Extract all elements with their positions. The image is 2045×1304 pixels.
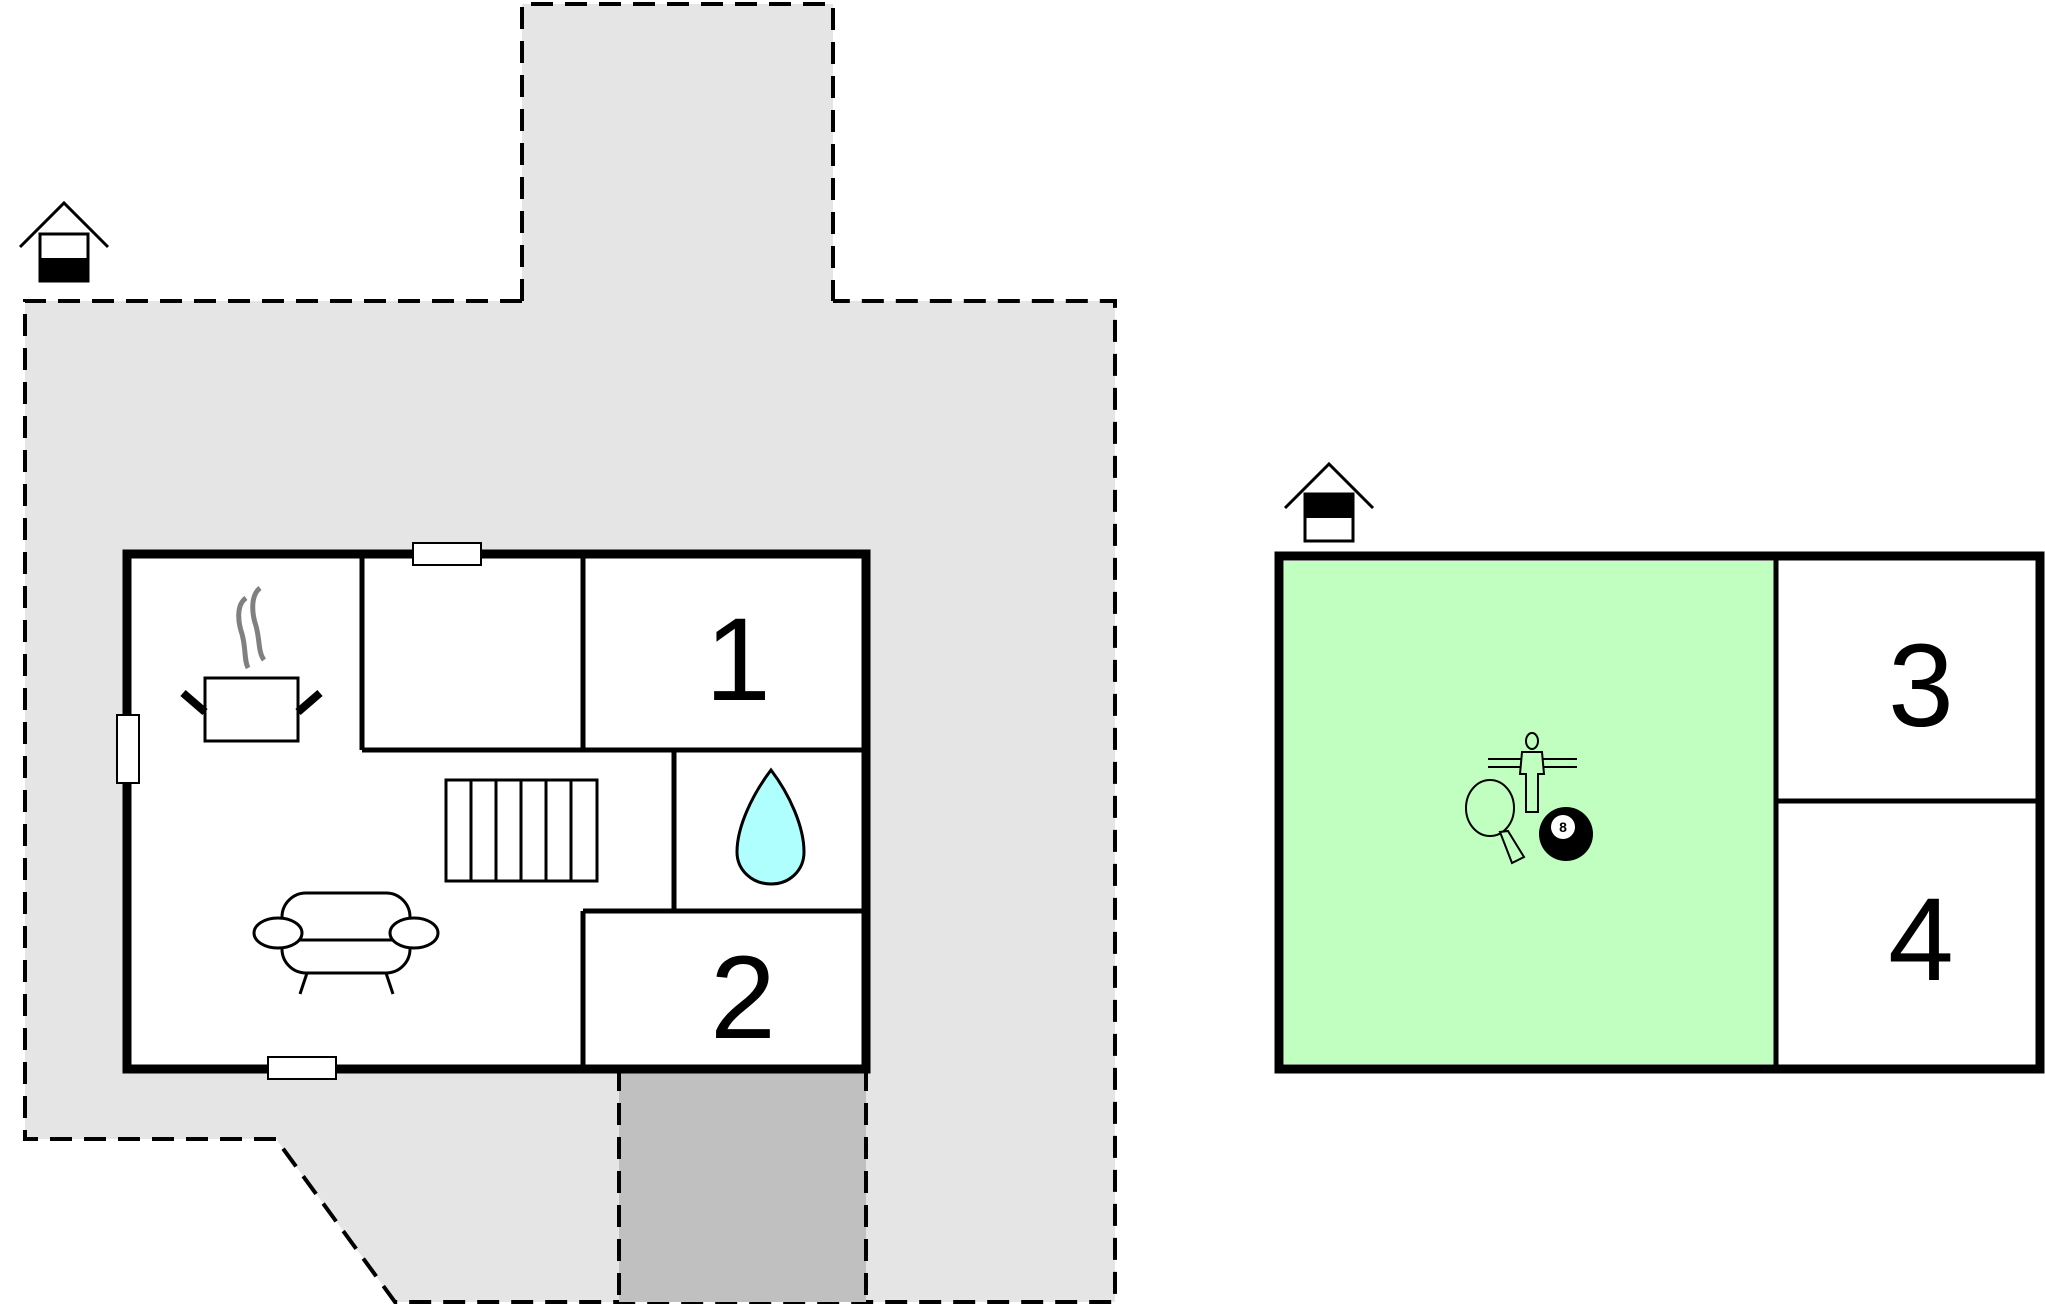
house-ground-floor-icon <box>18 200 110 283</box>
house-ground-floor-icon <box>1283 461 1375 543</box>
stairs-icon <box>444 778 599 883</box>
window-top <box>412 542 482 566</box>
table-tennis-icon <box>1465 779 1526 865</box>
bedroom-4-number: 4 <box>1888 874 1954 1006</box>
carport-area <box>617 1069 868 1302</box>
bedroom-3-number: 3 <box>1888 620 1954 752</box>
annex-building <box>1274 551 2045 1074</box>
water-drop-icon <box>735 767 806 886</box>
sofa-icon <box>252 891 440 995</box>
table-football-icon <box>1488 732 1577 813</box>
window-left <box>116 714 140 784</box>
billiard-ball-icon: 8 <box>1539 807 1593 861</box>
svg-text:8: 8 <box>1559 819 1567 835</box>
bedroom-1-number: 1 <box>705 594 771 726</box>
bedroom-2-number: 2 <box>710 932 776 1064</box>
windows <box>116 542 482 1080</box>
cooking-pot-icon <box>180 586 323 743</box>
window-bottom <box>267 1056 337 1080</box>
